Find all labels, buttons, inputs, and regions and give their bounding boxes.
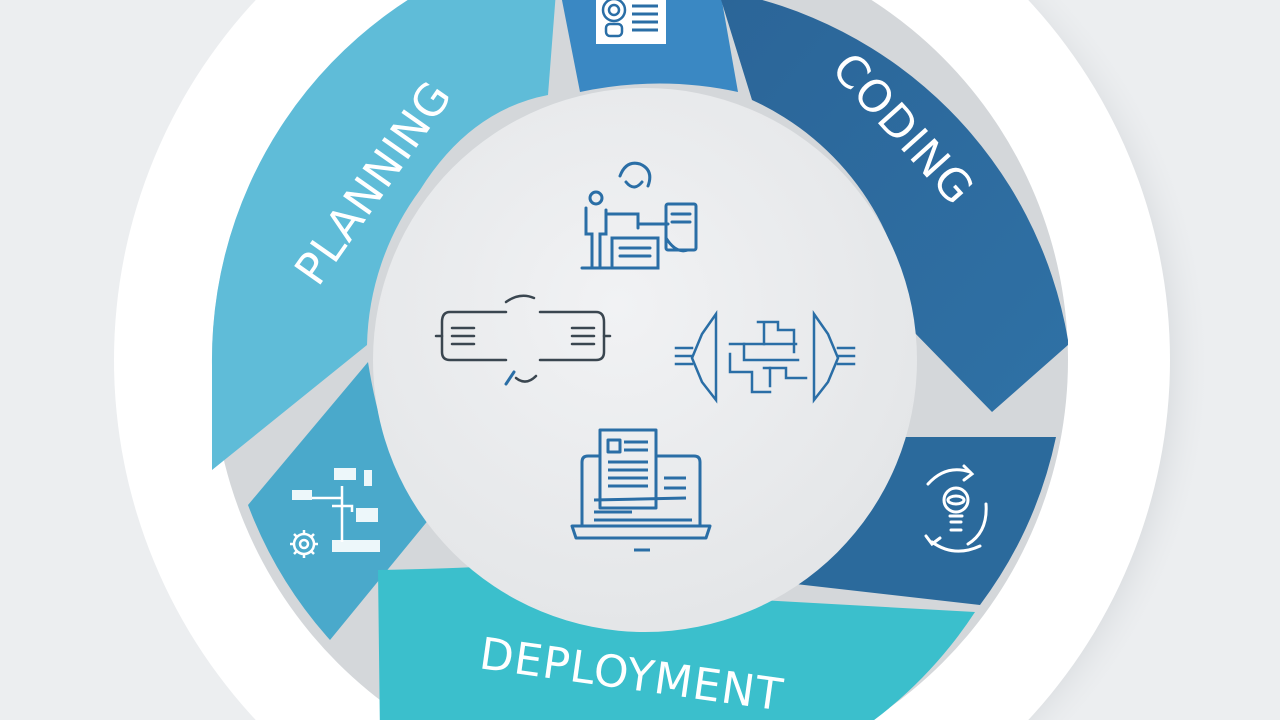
person-presentation-icon	[580, 161, 698, 270]
segment-planning[interactable]	[211, 0, 560, 470]
inner-circle	[373, 88, 917, 632]
segment-coding[interactable]	[718, 0, 1068, 412]
connection-link-icon	[434, 294, 612, 386]
circuit-board-icon	[674, 310, 856, 404]
tab-testing[interactable]	[778, 437, 1056, 605]
lightbulb-cycle-icon	[924, 464, 988, 553]
gear-workflow-icon	[290, 468, 380, 558]
document-certificate-icon	[596, 0, 666, 44]
laptop-document-icon	[570, 428, 712, 552]
